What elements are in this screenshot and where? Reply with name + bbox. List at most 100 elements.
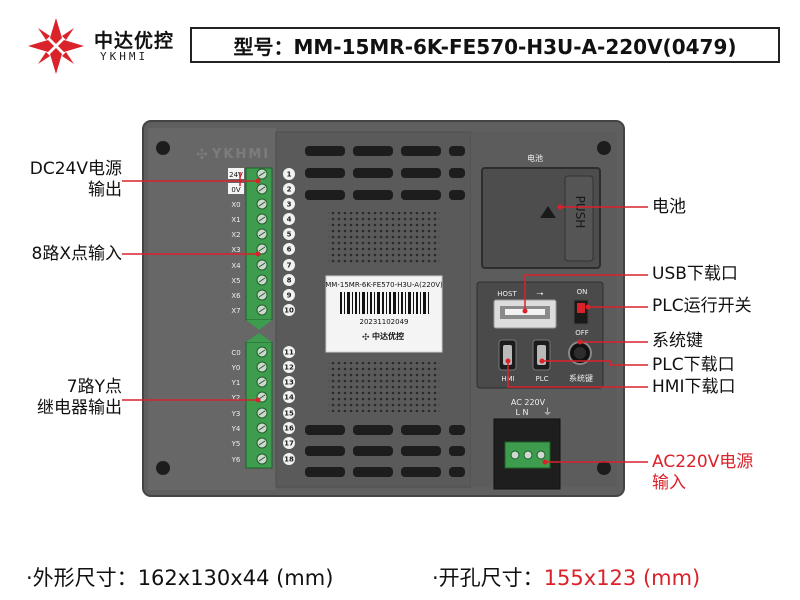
sticker-serial: 20231102049 [360, 318, 409, 326]
svg-text:⭢: ⭢ [536, 289, 543, 299]
vent-grid [328, 212, 440, 264]
vent-grid [328, 362, 440, 412]
terminal-number-text: 14 [284, 394, 294, 402]
push-text: PUSH [573, 196, 587, 229]
terminal-label: X7 [231, 307, 240, 315]
terminal-label: X4 [231, 262, 241, 270]
terminal-label: 0V [231, 186, 240, 194]
callout-y-line1: 7路Y点 [66, 377, 122, 397]
terminal-number-text: 8 [287, 277, 292, 285]
callout-usb: USB下载口 [652, 264, 738, 284]
terminal-label: X1 [231, 216, 240, 224]
callout-ac-line2: 输入 [652, 473, 686, 493]
terminal-number [283, 391, 295, 403]
terminal-label: Y6 [231, 456, 241, 464]
terminal-label: X6 [231, 292, 241, 300]
callout-ac-line1: AC220V电源 [652, 452, 754, 472]
terminal-label: X0 [231, 201, 240, 209]
brand-logo-icon [28, 18, 84, 74]
svg-text:✣: ✣ [196, 147, 208, 163]
terminal-number-text: 16 [284, 425, 294, 433]
terminal-number-text: 1 [287, 171, 292, 179]
terminal-label-box [228, 168, 244, 179]
callout-plc-run: PLC运行开关 [652, 296, 752, 316]
terminal-number [283, 198, 295, 210]
host-label: HOST [497, 290, 517, 298]
brand-sub: YKHMI [100, 50, 149, 63]
terminal-label: Y3 [231, 410, 241, 418]
terminal-number-text: 11 [284, 349, 294, 357]
terminal-number-text: 17 [284, 440, 294, 448]
terminal-label: Y1 [231, 379, 241, 387]
callout-sys-key: 系统键 [652, 331, 703, 351]
terminal-label: X5 [231, 277, 240, 285]
terminal-label: C0 [231, 349, 240, 357]
callout-dc24v: DC24V电源 输出 [18, 159, 122, 201]
screw-hole [156, 461, 170, 475]
terminal-number [283, 361, 295, 373]
terminal-number [283, 407, 295, 419]
terminal-number [283, 304, 295, 316]
ground-icon: ⏚ [543, 407, 552, 418]
spec-size: ·外形尺寸：162x130x44 (mm) [26, 562, 333, 592]
terminal-number-text: 5 [287, 231, 292, 239]
terminal-number [283, 243, 295, 255]
terminal-label: X2 [231, 231, 240, 239]
spec-cutout: ·开孔尺寸：155x123 (mm) [432, 562, 700, 592]
terminal-number-text: 12 [284, 364, 294, 372]
terminal-number-text: 9 [287, 292, 292, 300]
system-key-label: 系统键 [569, 373, 593, 383]
terminal-number-text: 13 [284, 379, 294, 387]
brand-name: 中达优控 [94, 30, 175, 52]
spec-size-label: ·外形尺寸： [26, 566, 138, 590]
screw-hole [597, 461, 611, 475]
callout-y-line2: 继电器输出 [37, 398, 122, 418]
callout-dc24v-line2: 输出 [88, 180, 122, 200]
terminal-number [283, 346, 295, 358]
spec-cut-label: ·开孔尺寸： [432, 566, 544, 590]
spec-size-value: 162x130x44 (mm) [137, 566, 334, 590]
terminal-number-text: 4 [287, 216, 292, 224]
terminal-label: X3 [231, 246, 240, 254]
terminal-block-bottom [245, 341, 273, 469]
terminal-number [283, 289, 295, 301]
terminal-label: Y0 [231, 364, 241, 372]
terminal-number-text: 7 [287, 262, 292, 270]
callout-y-output: 7路Y点 继电器输出 [10, 377, 122, 419]
spec-cut-value: 155x123 (mm) [543, 566, 701, 590]
terminal-number [283, 422, 295, 434]
terminal-number-text: 18 [284, 456, 294, 464]
terminal-number-text: 6 [287, 246, 292, 254]
terminal-number [283, 376, 295, 388]
terminal-label: Y2 [231, 394, 241, 402]
off-label: OFF [575, 329, 589, 337]
terminal-number-text: 15 [284, 410, 294, 418]
callout-plc-port: PLC下载口 [652, 355, 735, 375]
sticker-model: MM-15MR-6K-FE570-H3U-A(220V) [325, 281, 443, 289]
plc-port-label: PLC [535, 375, 548, 383]
ac-sub: L N [516, 408, 529, 417]
emboss-logo: YKHMI [211, 147, 270, 162]
terminal-label-box [228, 183, 244, 194]
terminal-number-text: 3 [287, 201, 292, 209]
terminal-number-text: 2 [287, 186, 292, 194]
battery-label: 电池 [527, 153, 543, 163]
terminal-label: Y5 [231, 440, 241, 448]
terminal-number [283, 213, 295, 225]
svg-text:✣: ✣ [362, 333, 370, 343]
terminal-number [283, 168, 295, 180]
callout-hmi-port: HMI下载口 [652, 377, 736, 397]
callout-ac: AC220V电源 输入 [652, 452, 753, 494]
sticker-brand: 中达优控 [372, 331, 404, 341]
terminal-number [283, 437, 295, 449]
screw-hole [597, 141, 611, 155]
on-label: ON [577, 288, 588, 296]
terminal-label: Y4 [231, 425, 241, 433]
barcode [340, 292, 429, 314]
model-title: 型号：MM-15MR-6K-FE570-H3U-A-220V(0479) [190, 27, 780, 63]
callout-dc24v-line1: DC24V电源 [29, 159, 122, 179]
terminal-number [283, 259, 295, 271]
callout-x-input: 8路X点输入 [31, 244, 122, 264]
screw-hole [156, 141, 170, 155]
